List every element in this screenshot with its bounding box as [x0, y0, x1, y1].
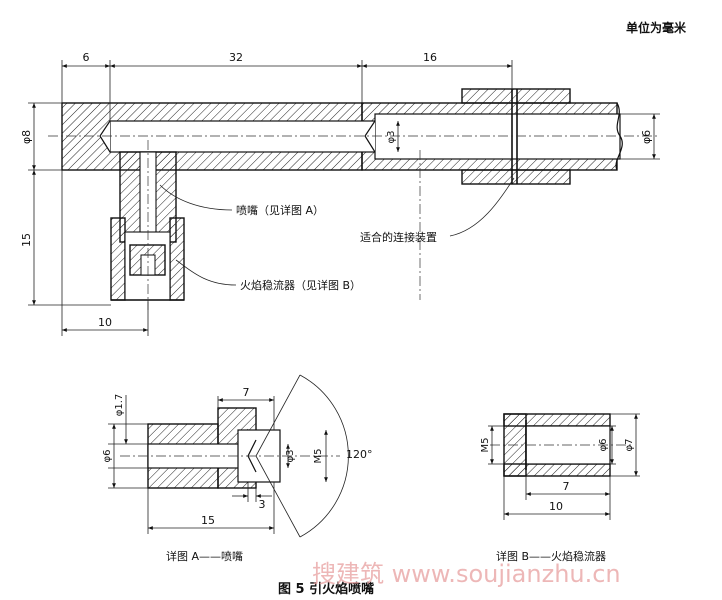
watermark: 搜建筑 www.soujianzhu.cn	[312, 560, 621, 588]
detail-b-bottom-wall	[503, 463, 611, 477]
detail-a: 120° φ1.7 φ6 7 φ3 M5 3 15 详图 A——喷嘴	[102, 374, 373, 563]
stabilizer-right-wall	[169, 217, 185, 301]
detail-a-phi1-7: φ1.7	[114, 394, 125, 417]
label-stabilizer: 火焰稳流器（见详图 B）	[240, 278, 361, 292]
dim-top-6: 6	[83, 51, 90, 64]
label-connector: 适合的连接装置	[360, 230, 437, 244]
dim-phi3: φ3	[386, 131, 397, 144]
detail-b: M5 φ6 φ7 7 10 详图 B——火焰稳流器	[480, 413, 640, 563]
dim-15: 15	[20, 233, 33, 247]
detail-b-caption: 详图 B——火焰稳流器	[496, 549, 606, 563]
detail-b-phi6: φ6	[598, 439, 609, 452]
detail-a-dim-3: 3	[259, 498, 266, 511]
units-note: 单位为毫米	[626, 20, 687, 35]
dim-10: 10	[98, 316, 112, 329]
detail-a-caption: 详图 A——喷嘴	[166, 549, 243, 563]
connector-top	[461, 88, 571, 104]
figure-caption: 图 5 引火焰喷嘴	[278, 581, 374, 597]
detail-a-phi6: φ6	[102, 450, 113, 463]
detail-b-m5: M5	[480, 438, 491, 453]
detail-a-dim-15: 15	[201, 514, 215, 527]
detail-a-m5: M5	[313, 449, 324, 464]
detail-a-phi3: φ3	[285, 450, 296, 463]
main-bore-left	[109, 120, 376, 153]
detail-b-top-wall	[503, 413, 611, 427]
detail-b-dim-10: 10	[549, 500, 563, 513]
dim-top-32: 32	[229, 51, 243, 64]
dim-top-16: 16	[423, 51, 437, 64]
dim-phi8: φ8	[20, 130, 33, 144]
detail-a-dim-7: 7	[243, 386, 250, 399]
detail-b-dim-7: 7	[563, 480, 570, 493]
dim-phi6-right: φ6	[640, 130, 653, 144]
label-nozzle: 喷嘴（见详图 A）	[236, 203, 324, 217]
main-view: 6 32 16 φ8 15 10 φ3 φ6 喷嘴（见详图 A） 适合的连接装置…	[20, 51, 660, 336]
connector-bottom	[461, 169, 571, 185]
detail-b-phi7: φ7	[624, 439, 635, 452]
main-bore-right	[374, 113, 621, 160]
detail-a-angle: 120°	[346, 448, 373, 461]
stabilizer-left-wall	[110, 217, 126, 301]
